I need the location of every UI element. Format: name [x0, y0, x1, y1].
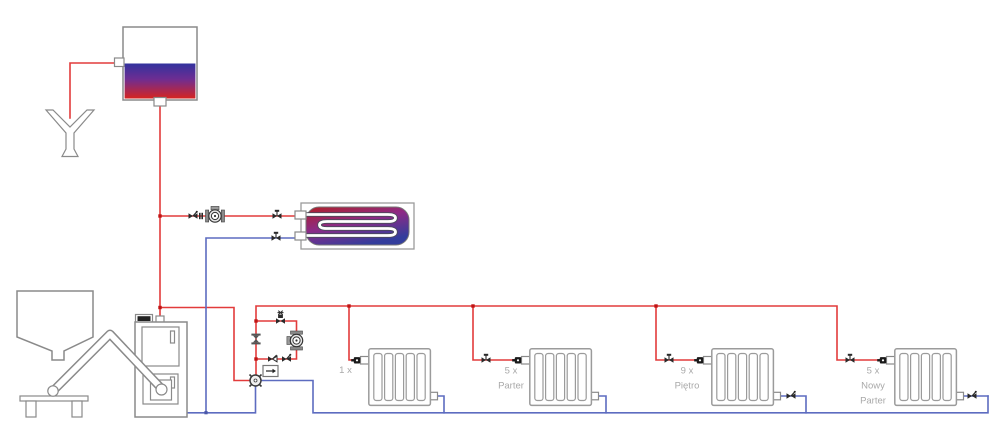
radiator3-branch-pipe — [655, 305, 705, 361]
dhw-ball-valve-icon[interactable] — [187, 210, 199, 220]
radiator-group-label: 5 x — [867, 366, 880, 377]
dhw-return-valve-icon[interactable] — [270, 231, 282, 242]
pipe-junctions — [158, 214, 658, 415]
radiator-inlet-stub — [520, 355, 531, 365]
radiator-group-label: 1 x — [339, 365, 352, 376]
radiator-inlet-stub — [359, 355, 370, 365]
auger-intake — [47, 385, 59, 397]
water-level-gradient — [124, 63, 196, 99]
hopper-leg-left — [25, 400, 37, 418]
coil-inlet-stub — [294, 210, 307, 220]
radiator2-branch-pipe — [472, 305, 523, 361]
return-valve-icon[interactable] — [785, 390, 797, 400]
auger-feeder[interactable] — [47, 329, 168, 397]
radiator-group-label: Nowy — [861, 381, 885, 392]
radiator-group-label: 5 x — [505, 366, 518, 377]
dhw-pump-icon[interactable] — [204, 205, 226, 223]
radiator-4[interactable] — [895, 349, 957, 406]
expansion-tank[interactable] — [113, 26, 198, 107]
radiator-group-label: Piętro — [675, 381, 700, 392]
radiator3-return-pipe — [779, 395, 807, 414]
motorized-valve-icon[interactable] — [275, 310, 286, 325]
boiler-supply-to-mixer-pipe — [159, 306, 251, 382]
actuator-arrow-icon — [272, 368, 276, 374]
burner-port — [155, 383, 168, 396]
return-valve-icon[interactable] — [966, 390, 978, 400]
thermostatic-valve-icon[interactable] — [512, 357, 522, 364]
dhw-supply-valve-icon[interactable] — [271, 209, 283, 220]
overflow-pipe — [69, 62, 117, 119]
branch-shutoff-valve-icon[interactable] — [663, 353, 675, 364]
thermostatic-valve-icon[interactable] — [351, 357, 361, 364]
tank-bottom-stub — [153, 96, 167, 107]
radiator-2[interactable] — [530, 349, 592, 406]
radiator-group-2: 5 x Parter — [480, 349, 600, 406]
radiator-3[interactable] — [712, 349, 774, 406]
riser-gate-valve-icon[interactable] — [251, 333, 261, 345]
branch-shutoff-valve-icon[interactable] — [480, 353, 492, 364]
radiator-group-label: 9 x — [681, 366, 694, 377]
radiator-group-label: Parter — [498, 381, 524, 392]
radiator-return-main-pipe — [260, 379, 989, 414]
hopper-stand-bar — [19, 395, 89, 402]
boiler-return-pipe — [185, 385, 257, 414]
fuel-hopper[interactable] — [16, 290, 94, 418]
boiler-pump-group — [251, 310, 304, 363]
branch-shutoff-valve-icon[interactable] — [844, 353, 856, 364]
mixing-valve[interactable] — [248, 364, 279, 388]
radiator2-return-pipe — [597, 395, 607, 414]
check-valve-icon[interactable] — [267, 354, 278, 363]
upper-door-handle — [169, 330, 176, 344]
radiator-group-4: 5 x Nowy Parter — [844, 349, 978, 407]
dhw-cylinder[interactable] — [294, 202, 415, 250]
control-panel-display — [137, 316, 151, 321]
radiator-group-3: 9 x Piętro — [663, 349, 797, 406]
overflow-funnel[interactable] — [44, 109, 96, 158]
heating-pump-icon[interactable] — [286, 330, 304, 351]
radiator-group-label: Parter — [860, 396, 886, 407]
bypass-ball-valve-icon[interactable] — [281, 353, 292, 363]
coil-outlet-stub — [294, 231, 307, 241]
supply-pipes — [69, 62, 887, 382]
thermostatic-valve-icon[interactable] — [694, 357, 704, 364]
dhw-return-pipe — [205, 237, 296, 414]
boiler[interactable] — [134, 313, 188, 418]
hopper-leg-right — [71, 400, 83, 418]
radiator-group-1: 1 x — [339, 349, 439, 406]
heating-coil — [304, 212, 398, 238]
radiator-inlet-stub — [702, 355, 713, 365]
radiator1-branch-pipe — [348, 305, 362, 361]
tank-overflow-stub — [113, 57, 125, 68]
radiator-inlet-stub — [885, 355, 896, 365]
thermostatic-valve-icon[interactable] — [877, 357, 887, 364]
radiator1-return-pipe — [436, 395, 445, 414]
radiator-1[interactable] — [369, 349, 431, 406]
